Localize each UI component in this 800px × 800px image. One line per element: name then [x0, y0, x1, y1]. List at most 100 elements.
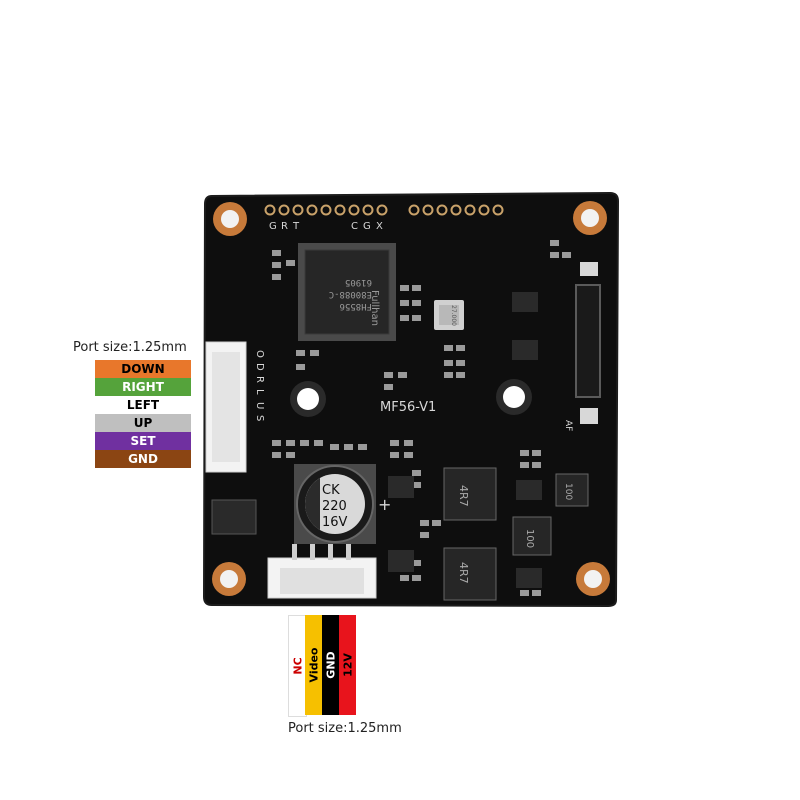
smd-part: [286, 260, 295, 266]
mounting-hole: [213, 202, 247, 236]
wire-color-legend: NC Video GND 12V: [288, 615, 356, 717]
smd-part: [562, 252, 571, 258]
cap-marking: 16V: [322, 515, 348, 530]
chip-brand: Fullhan: [369, 290, 380, 326]
solder-pad: [436, 204, 448, 216]
cap-marking: CK: [322, 483, 340, 498]
solder-pad: [264, 204, 276, 216]
smd-part: [412, 300, 421, 306]
smd-part: [330, 444, 339, 450]
bottom-port-size-label: Port size:1.25mm: [288, 721, 402, 736]
smd-components: [272, 240, 571, 596]
solder-pad: [478, 204, 490, 216]
pin-up: UP: [95, 414, 191, 432]
smd-part: [272, 440, 281, 446]
smd-part: [444, 345, 453, 351]
mounting-hole: [212, 562, 246, 596]
smd-part: [456, 345, 465, 351]
smd-part: [532, 590, 541, 596]
silk-side-label: L: [254, 389, 265, 395]
smd-part: [550, 240, 559, 246]
solder-pad: [376, 204, 388, 216]
silk-top-label: C: [351, 221, 358, 232]
solder-pad: [464, 204, 476, 216]
smd-part: [432, 520, 441, 526]
silk-top-label: T: [292, 221, 300, 232]
smd-part: [384, 372, 393, 378]
silk-top-label: G: [269, 221, 277, 232]
pin-set: SET: [95, 432, 191, 450]
wire-gnd-label: GND: [324, 651, 337, 679]
wire-video: Video: [305, 615, 322, 715]
crystal-marking: 27.000: [450, 305, 457, 326]
smd-part: [412, 482, 421, 488]
smd-part: [272, 262, 281, 268]
pin-down: DOWN: [95, 360, 191, 378]
smd-part: [390, 452, 399, 458]
wire-gnd: GND: [322, 615, 339, 715]
left-port-size-label: Port size:1.25mm: [73, 340, 187, 355]
solder-pad: [492, 204, 504, 216]
pin-right: RIGHT: [95, 378, 191, 396]
solder-pad: [450, 204, 462, 216]
wire-12v-label: 12V: [341, 653, 354, 677]
mounting-hole: [576, 562, 610, 596]
smd-part: [300, 440, 309, 446]
smd-part: [512, 340, 538, 360]
smd-part: [520, 462, 529, 468]
crystal-oscillator: 27.000: [434, 300, 464, 330]
smd-part: [412, 470, 421, 476]
smd-part: [420, 520, 429, 526]
silk-top-label: R: [281, 221, 288, 232]
chip-marking: E80088-C: [329, 289, 372, 299]
smd-part: [398, 372, 407, 378]
wire-nc-label: NC: [291, 657, 304, 675]
model-label: MF56-V1: [380, 400, 436, 415]
smd-part: [412, 560, 421, 566]
smd-part: [388, 476, 414, 498]
smd-part: [400, 285, 409, 291]
inductor: 4R7: [443, 547, 497, 601]
solder-pad: [348, 204, 360, 216]
pin-gnd: GND: [95, 450, 191, 468]
solder-pad: [422, 204, 434, 216]
smd-part: [272, 274, 281, 280]
smd-part: [384, 384, 393, 390]
smd-part: [400, 575, 409, 581]
silk-side-label: O: [254, 350, 265, 358]
lens-hole: [290, 381, 326, 417]
silk-side-label: D: [254, 363, 265, 371]
fpc-connector: [575, 262, 601, 424]
smd-part: [532, 462, 541, 468]
smd-part: [532, 450, 541, 456]
chip-marking: 61905: [345, 277, 372, 287]
wire-video-label: Video: [307, 647, 320, 683]
inductor: 4R7: [443, 467, 497, 521]
top-pad-row: [264, 204, 504, 216]
inductor-marking: 100: [524, 529, 535, 548]
silk-side-label: U: [254, 402, 265, 409]
chip-marking: FH8556: [339, 301, 372, 311]
inductor-marking: 4R7: [457, 485, 470, 507]
keypad-connector: [205, 341, 247, 473]
pin-left: LEFT: [95, 396, 191, 414]
smd-part: [400, 315, 409, 321]
video-power-connector: [267, 544, 377, 599]
lens-hole: [496, 379, 532, 415]
smd-part: [314, 440, 323, 446]
solder-pad: [334, 204, 346, 216]
smd-part: [516, 568, 542, 588]
smd-part: [420, 532, 429, 538]
pin-color-legend: DOWN RIGHT LEFT UP SET GND: [95, 360, 191, 468]
smd-part: [390, 440, 399, 446]
smd-part: [516, 480, 542, 500]
inductor-marking: 100: [563, 483, 573, 500]
cap-marking: 220: [322, 499, 347, 514]
smd-part: [272, 250, 281, 256]
silk-top-label: G: [363, 221, 371, 232]
inductor: 100: [512, 516, 552, 556]
smd-part: [512, 292, 538, 312]
smd-part: [550, 252, 559, 258]
electrolytic-capacitor: CK 220 16V: [294, 464, 376, 544]
smd-part: [404, 440, 413, 446]
